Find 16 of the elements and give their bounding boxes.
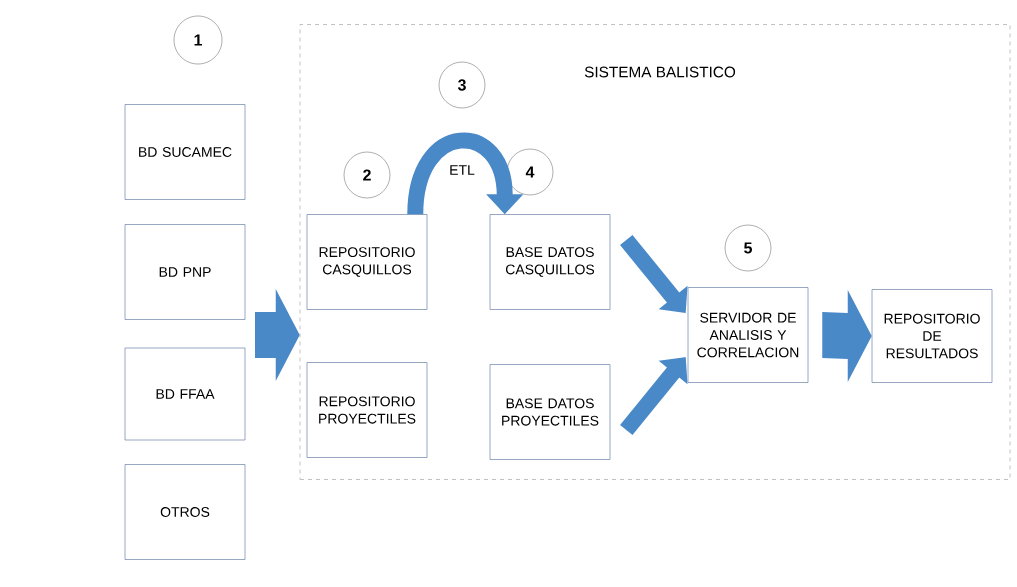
edge-label: ETL [447,163,477,177]
process-box: OTROS [124,464,246,560]
block-arrow [407,132,524,215]
process-box: BASE DATOS PROYECTILES [489,364,611,460]
process-box: REPOSITORIO CASQUILLOS [306,214,428,310]
block-arrow [822,290,872,382]
process-box: REPOSITORIO PROYECTILES [306,362,428,458]
process-box: BD SUCAMEC [124,104,246,200]
process-box: BD PNP [124,224,246,320]
process-box: SERVIDOR DE ANALISIS Y CORRELACION [687,287,809,383]
block-arrow [620,234,688,313]
block-arrow [620,357,688,436]
process-box: BASE DATOS CASQUILLOS [489,214,611,310]
process-box: BD FFAA [124,347,246,441]
block-arrow [255,289,300,381]
process-box: REPOSITORIO DE RESULTADOS [871,289,993,383]
